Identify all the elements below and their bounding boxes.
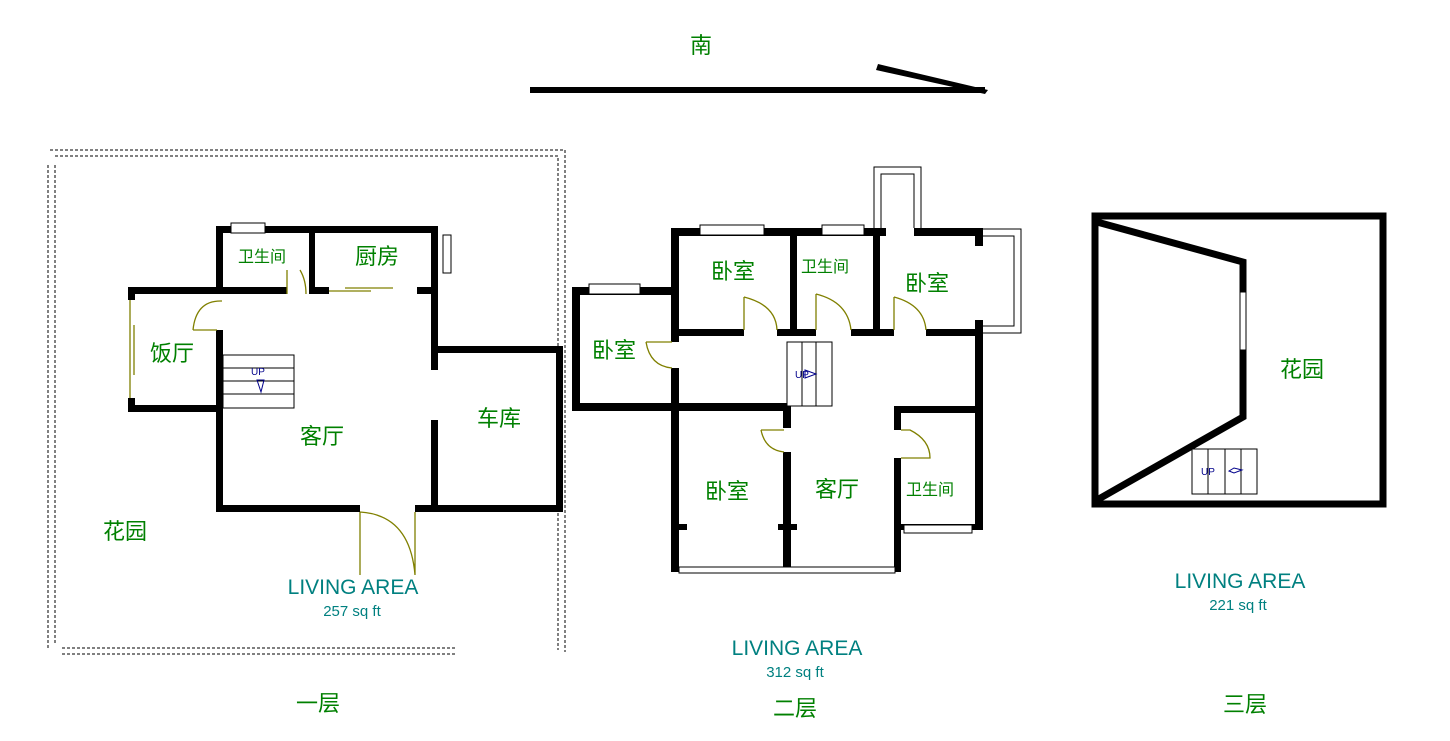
- stair-arrow-icon: [804, 369, 818, 379]
- compass-label: 南: [690, 34, 712, 59]
- room-label-living: 客厅: [300, 425, 344, 450]
- living-area-value: 257 sq ft: [323, 603, 381, 620]
- stair-arrow-icon: [1227, 467, 1244, 474]
- floor-2-plan: UP 卧室 卫生间 卧室 卧室 卧室 客厅 卫生间 LIVING AREA 31…: [572, 166, 1022, 722]
- room-label-garage: 车库: [477, 407, 521, 432]
- stairs-floor-3: UP: [1191, 448, 1258, 495]
- floor-name: 一层: [296, 692, 340, 717]
- stairs-floor-2: UP: [786, 341, 833, 407]
- room-label-living: 客厅: [815, 478, 859, 503]
- room-label-bedroom: 卧室: [905, 272, 949, 297]
- room-label-bathroom: 卫生间: [906, 480, 954, 499]
- room-label-garden: 花园: [1280, 358, 1324, 383]
- stair-up-label: UP: [251, 367, 265, 378]
- living-area-value: 312 sq ft: [766, 664, 824, 681]
- floor-name: 二层: [773, 697, 817, 722]
- room-label-bedroom: 卧室: [592, 339, 636, 364]
- floor-1-plan: UP 卫生间 厨房 饭厅 客厅 车库 花园 LIVING AREA 257 sq…: [47, 149, 566, 717]
- room-label-kitchen: 厨房: [355, 245, 399, 270]
- room-label-dining: 饭厅: [150, 342, 194, 367]
- room-label-bedroom: 卧室: [705, 480, 749, 505]
- living-area-label: LIVING AREA: [732, 637, 863, 660]
- room-label-bedroom: 卧室: [711, 260, 755, 285]
- stair-up-label: UP: [1201, 467, 1215, 478]
- stairs-floor-1: UP: [222, 354, 295, 409]
- room-label-bathroom: 卫生间: [801, 257, 849, 276]
- south-arrow-icon: [530, 64, 988, 94]
- room-label-garden: 花园: [103, 520, 147, 545]
- living-area-label: LIVING AREA: [288, 576, 419, 599]
- room-label-bathroom: 卫生间: [238, 247, 286, 266]
- living-area-value: 221 sq ft: [1209, 597, 1267, 614]
- stair-up-label: UP: [795, 370, 809, 381]
- living-area-label: LIVING AREA: [1175, 570, 1306, 593]
- floor-name: 三层: [1223, 693, 1267, 718]
- floor-3-plan: UP 花园 LIVING AREA 221 sq ft 三层: [1091, 212, 1387, 718]
- stair-arrow-icon: [256, 379, 265, 394]
